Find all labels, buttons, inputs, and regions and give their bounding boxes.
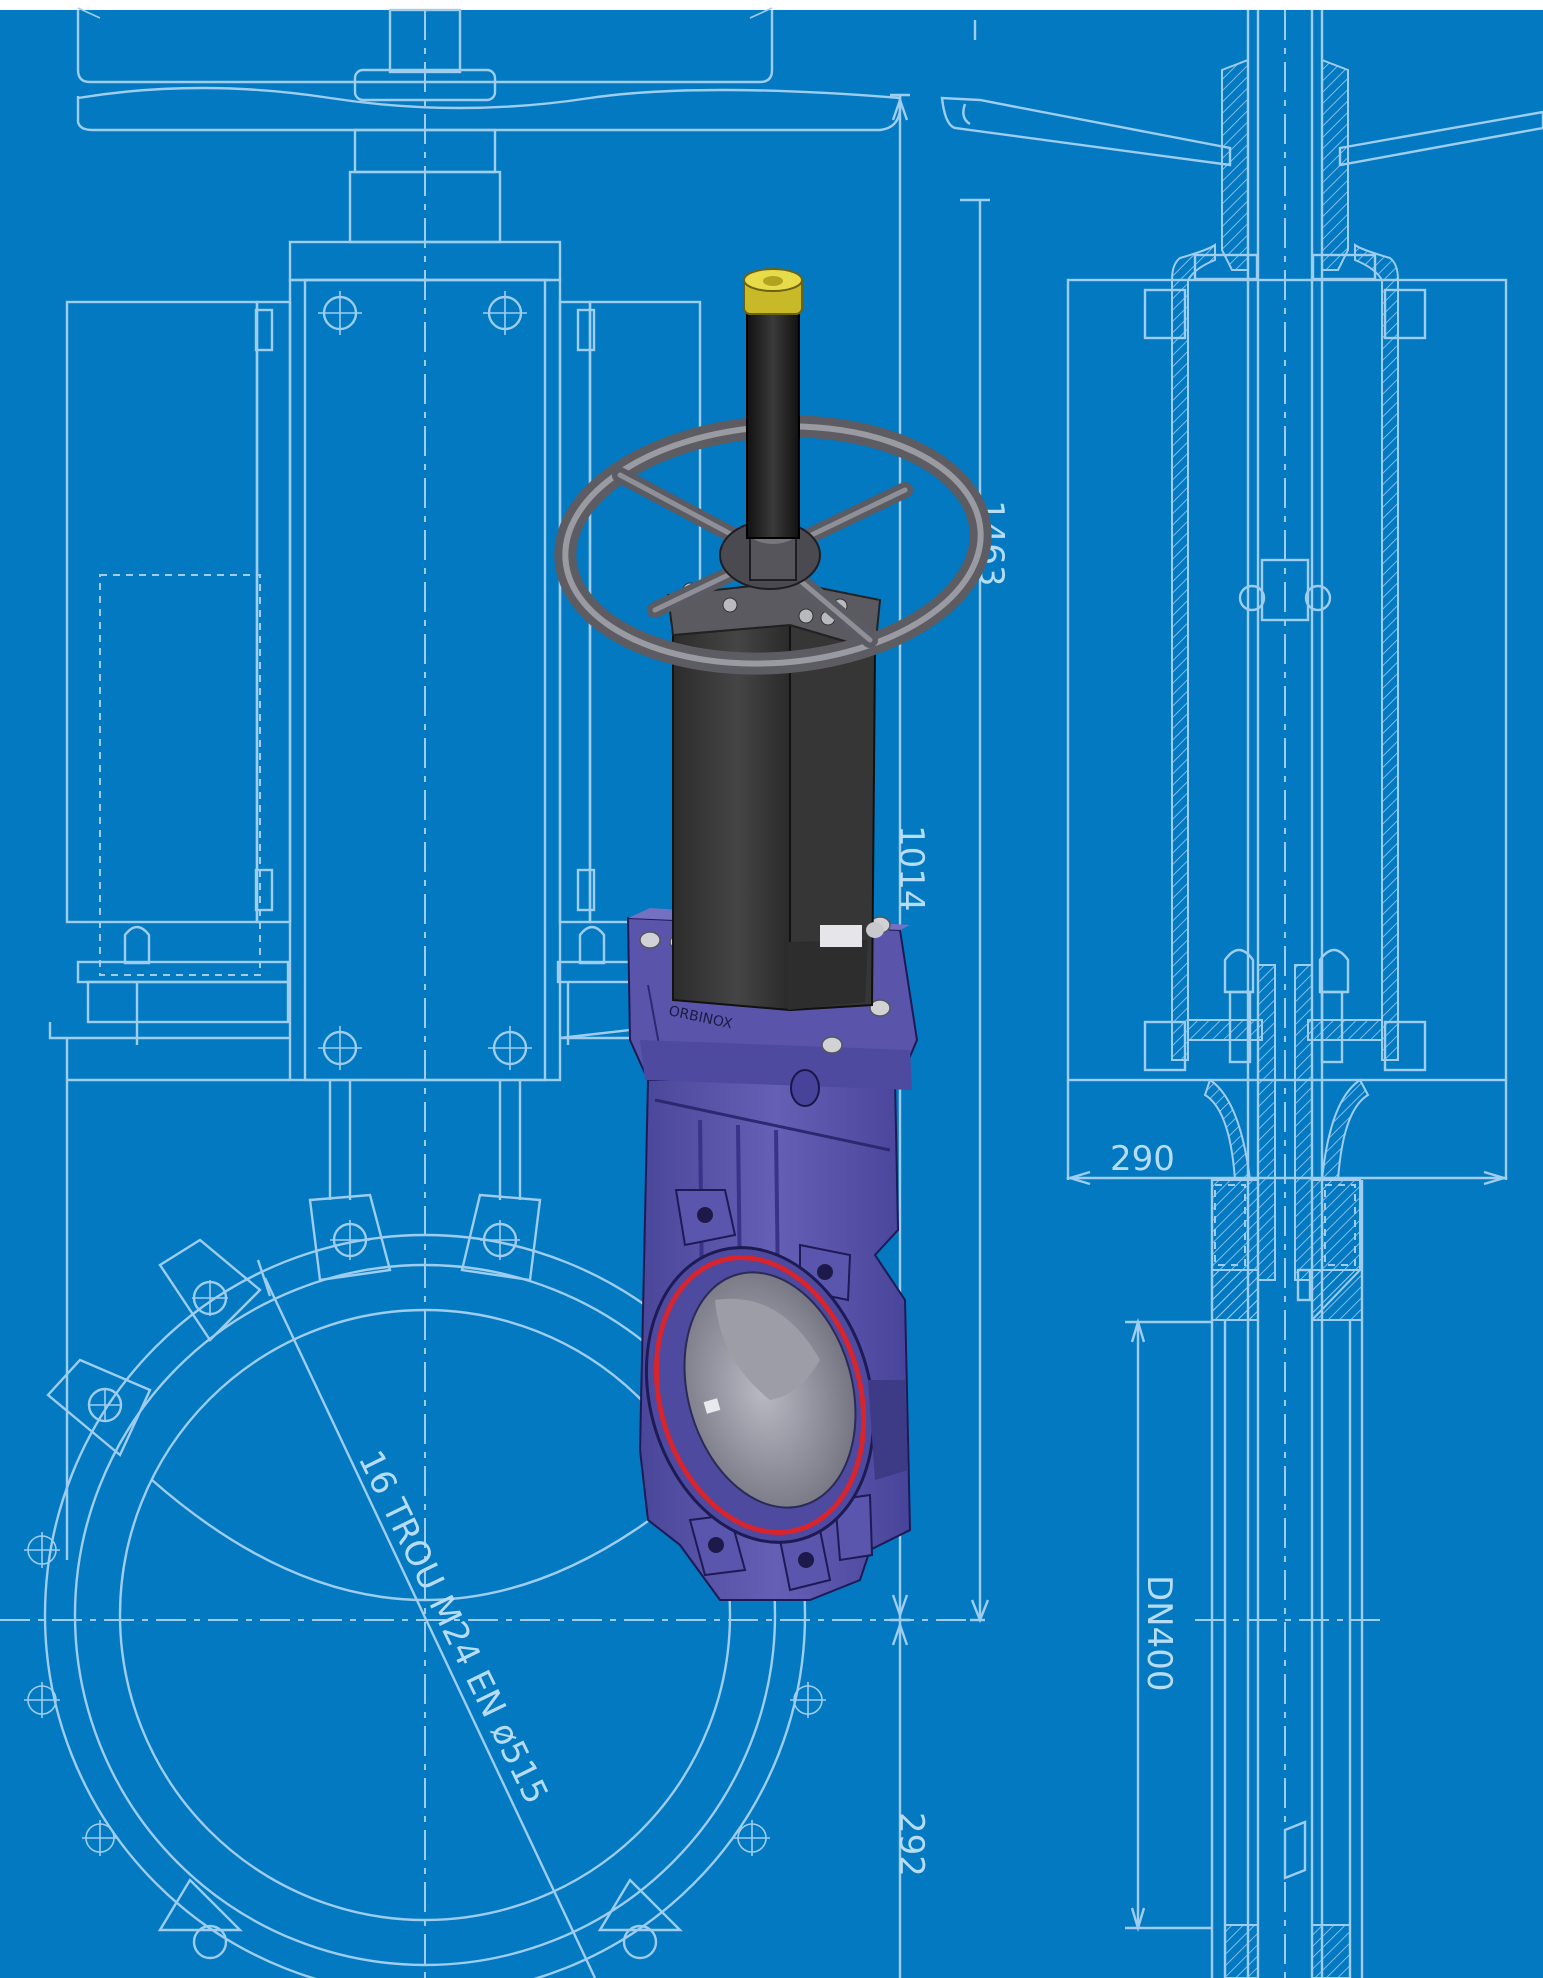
- knife-gate-valve-render: ORBINOX: [554, 268, 992, 1601]
- flange-bolt-note: 16 TROU M24 EN ø515: [350, 1444, 556, 1810]
- top-border: [0, 0, 1543, 10]
- front-view-drawing: [0, 7, 985, 1978]
- bolt-symbols: [318, 291, 532, 1070]
- dim-bottom-height: 292: [891, 1812, 931, 1877]
- section-view-drawing: [940, 10, 1543, 1978]
- dim-nominal-size: DN400: [1139, 1575, 1179, 1692]
- dim-stroke-height: 1014: [891, 825, 931, 912]
- dim-half-width: 290: [1110, 1139, 1175, 1179]
